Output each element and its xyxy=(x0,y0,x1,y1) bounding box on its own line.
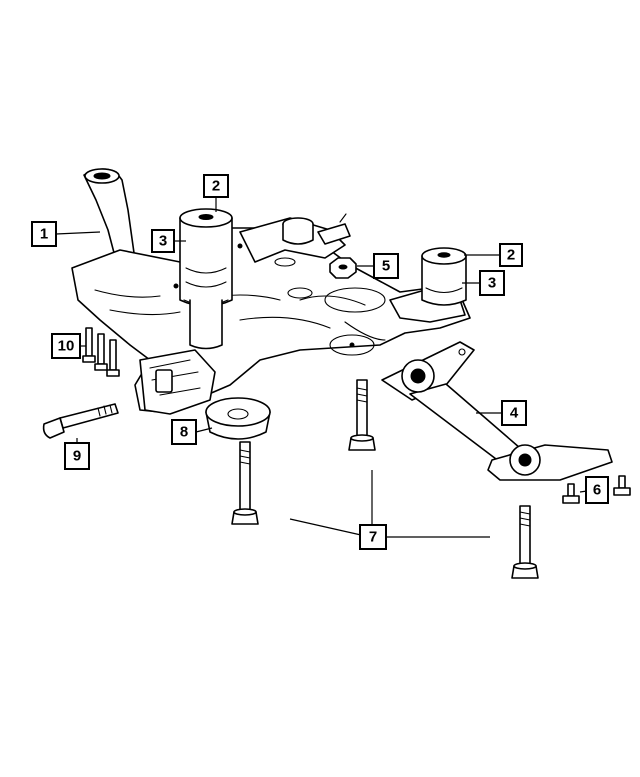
callout-1: 1 xyxy=(31,221,57,247)
bolt-long-2 xyxy=(348,379,376,451)
crossmember-frame xyxy=(71,168,471,415)
callout-8: 8 xyxy=(171,419,197,445)
svg-text:10: 10 xyxy=(58,338,75,355)
stud-set xyxy=(82,327,120,377)
bolt-small-pair xyxy=(562,475,631,504)
svg-text:9: 9 xyxy=(73,448,81,465)
bolt-flange xyxy=(42,403,119,439)
bushing-right xyxy=(421,247,467,306)
isolator xyxy=(205,397,271,440)
callout-5: 5 xyxy=(373,253,399,279)
callout-6: 6 xyxy=(585,476,609,504)
callout-2-left: 2 xyxy=(203,174,229,198)
callout-7: 7 xyxy=(359,524,387,550)
svg-text:2: 2 xyxy=(507,247,515,264)
svg-text:5: 5 xyxy=(382,258,390,275)
callout-4: 4 xyxy=(501,400,527,426)
nut xyxy=(329,257,357,279)
callout-3-left: 3 xyxy=(151,229,175,253)
svg-text:6: 6 xyxy=(593,482,601,499)
callout-2-right: 2 xyxy=(499,243,523,267)
svg-text:3: 3 xyxy=(159,233,167,250)
bolt-long-3 xyxy=(511,505,539,579)
leader-lines xyxy=(55,197,595,538)
svg-text:8: 8 xyxy=(180,424,188,441)
callout-3-right: 3 xyxy=(479,270,505,296)
bushing-left xyxy=(179,208,233,350)
callout-10: 10 xyxy=(51,333,81,359)
svg-text:7: 7 xyxy=(369,529,377,546)
bolt-long-1 xyxy=(231,441,259,525)
svg-text:3: 3 xyxy=(488,275,496,292)
svg-text:1: 1 xyxy=(40,226,48,243)
callout-9: 9 xyxy=(64,442,90,470)
svg-text:2: 2 xyxy=(212,178,220,195)
brace xyxy=(381,341,613,481)
svg-text:4: 4 xyxy=(510,405,519,422)
